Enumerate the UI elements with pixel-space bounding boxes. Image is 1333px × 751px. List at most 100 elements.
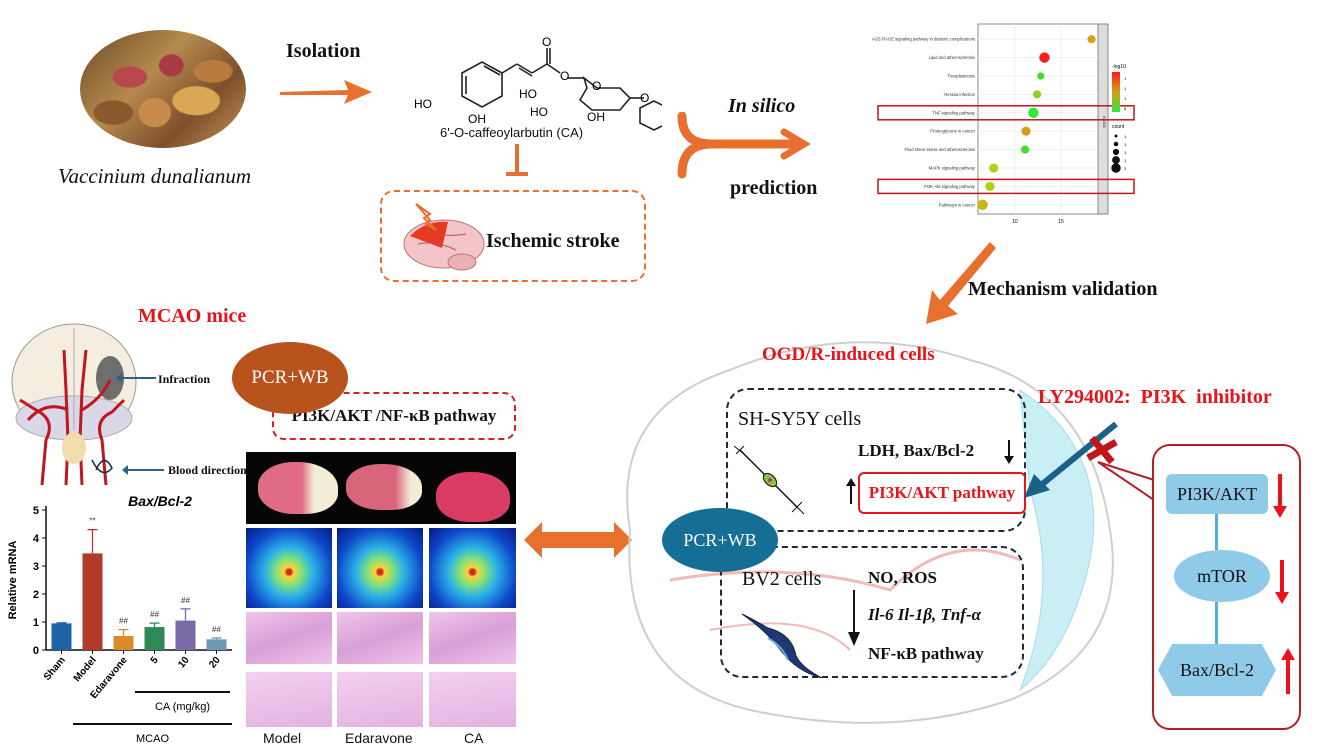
infraction-label: Infraction: [158, 372, 210, 386]
he-model-high: [246, 672, 332, 727]
legend-size-dot: [1111, 163, 1121, 173]
legend-size-dot: [1112, 156, 1120, 164]
y-tick-label: Lipid and atherosclerosis: [929, 55, 975, 60]
svg-text:O: O: [592, 79, 601, 93]
bar-chart-title: Bax/Bcl-2: [128, 493, 192, 509]
legend-size-tick: 1: [1124, 158, 1127, 163]
legend-color-tick: 1: [1124, 76, 1127, 81]
legend-size-title: count: [1112, 124, 1125, 130]
microglia-icon: [741, 613, 823, 678]
bv2-item-no-ros: NO, ROS: [868, 568, 937, 587]
sh-sy5y-box: [726, 388, 1026, 532]
ischemic-stroke-box: Ischemic stroke: [380, 190, 646, 282]
legend-color-tick: 8: [1124, 106, 1127, 111]
sh-down-markers: LDH, Bax/Bcl-2: [858, 441, 975, 460]
significance-label: ##: [150, 610, 159, 619]
inhibitor-arrow-icon: [1024, 421, 1118, 498]
highlight-box: [877, 105, 1135, 121]
inhibition-arrow-icon: [506, 144, 528, 176]
mtor-down-arrow-icon: [1275, 560, 1289, 604]
neuron-icon: [733, 445, 805, 515]
y-tick-label: 0: [33, 645, 39, 657]
y-tick-label: Fluid shear stress and atherosclerosis: [904, 147, 975, 152]
cells-title: OGD/R-induced cells: [762, 344, 935, 365]
node-connector: [1215, 602, 1218, 644]
svg-text:HO: HO: [530, 105, 548, 119]
y-tick-label: AGE-RAGE signaling pathway in diabetic c…: [872, 37, 975, 42]
legend-color-tick: 1: [1124, 96, 1127, 101]
blood-flow-model: [246, 528, 332, 608]
data-point: [1037, 72, 1045, 80]
in-silico-arrow-icon: [677, 112, 811, 179]
mcao-brain-diagram: [11, 323, 137, 485]
legend-size-dot: [1113, 141, 1119, 147]
sh-up-pathway: PI3K/AKT pathway: [858, 472, 1026, 514]
data-point: [1028, 107, 1039, 119]
plot-area: [977, 23, 1099, 215]
svg-text:OH: OH: [468, 112, 486, 126]
facet-strip: [1097, 23, 1109, 215]
svg-text:O: O: [640, 91, 649, 105]
prediction-label: prediction: [730, 177, 818, 199]
cells-pcr-wb-oval: PCR+WB: [662, 508, 778, 572]
up-arrow-icon: [846, 478, 856, 504]
isolation-label: Isolation: [286, 40, 361, 62]
group-label-ca: CA (mg/kg): [155, 701, 210, 713]
data-point: [1087, 35, 1096, 44]
facet-label: KEGG: [1102, 116, 1107, 128]
mcao-pcr-wb-oval: PCR+WB: [232, 342, 348, 414]
y-tick-label: Proteoglycans in cancer: [930, 129, 975, 134]
svg-text:HO: HO: [414, 97, 432, 111]
x-tick-label: Sham: [42, 655, 68, 683]
y-tick-label: 4: [33, 533, 40, 545]
blood-direction-label: Blood direction: [168, 463, 247, 477]
bar: [144, 627, 165, 650]
bv2-item-cytokines: Il-6 Il-1β, Tnf-α: [868, 605, 982, 624]
bv2-item-nfkb: NF-κB pathway: [868, 644, 984, 663]
bar: [206, 639, 227, 650]
data-point: [1021, 126, 1031, 136]
down-arrow-long-icon: [848, 590, 860, 646]
bar: [175, 620, 196, 650]
compound-structure: HO OH O O HO HO O OH O: [414, 35, 662, 131]
data-point: [1032, 90, 1042, 99]
inset-pointer: [1097, 461, 1155, 501]
svg-text:O: O: [542, 35, 551, 49]
he-model-low: [246, 612, 332, 664]
mcao-title: MCAO mice: [138, 305, 247, 327]
node-connector: [1215, 514, 1218, 550]
ttc-model: [258, 462, 338, 514]
ttc-ca: [436, 472, 510, 522]
data-point: [989, 163, 999, 173]
vaccinium-plant-image: [80, 30, 246, 148]
y-axis-label: Relative mRNA: [7, 541, 19, 620]
group-label-model: Model: [263, 730, 302, 746]
bar: [113, 636, 134, 650]
y-tick-label: TNF signaling pathway: [932, 110, 975, 115]
legend-size-tick: 2: [1124, 166, 1127, 171]
bv2-title: BV2 cells: [742, 568, 822, 590]
blood-flow-ca: [429, 528, 516, 608]
bax-up-arrow-icon: [1281, 648, 1295, 694]
y-tick-label: 1: [33, 617, 39, 629]
node-pi3k-akt: PI3K/AKT: [1166, 474, 1268, 514]
in-silico-label: In silico: [728, 95, 796, 117]
ttc-stain-panel: [246, 452, 516, 524]
significance-label: ##: [181, 596, 190, 605]
group-label-mcao: MCAO: [136, 733, 169, 745]
data-point: [977, 199, 988, 210]
legend-color-tick: 1: [1124, 86, 1127, 91]
significance-label: ##: [212, 625, 221, 634]
down-arrow-icon: [1004, 440, 1014, 464]
node-mtor: mTOR: [1174, 550, 1270, 602]
significance-label: **: [89, 517, 95, 526]
he-edaravone-low: [337, 612, 423, 664]
inhibitor-label: LY294002: PI3K inhibitor: [1038, 386, 1272, 408]
stroke-brain-icon: [403, 203, 485, 271]
legend-size-dot: [1114, 134, 1118, 138]
infraction-pointer-icon: [116, 373, 156, 383]
x-tick-label: 10: [1012, 219, 1018, 225]
legend-size-tick: 1: [1124, 134, 1127, 139]
